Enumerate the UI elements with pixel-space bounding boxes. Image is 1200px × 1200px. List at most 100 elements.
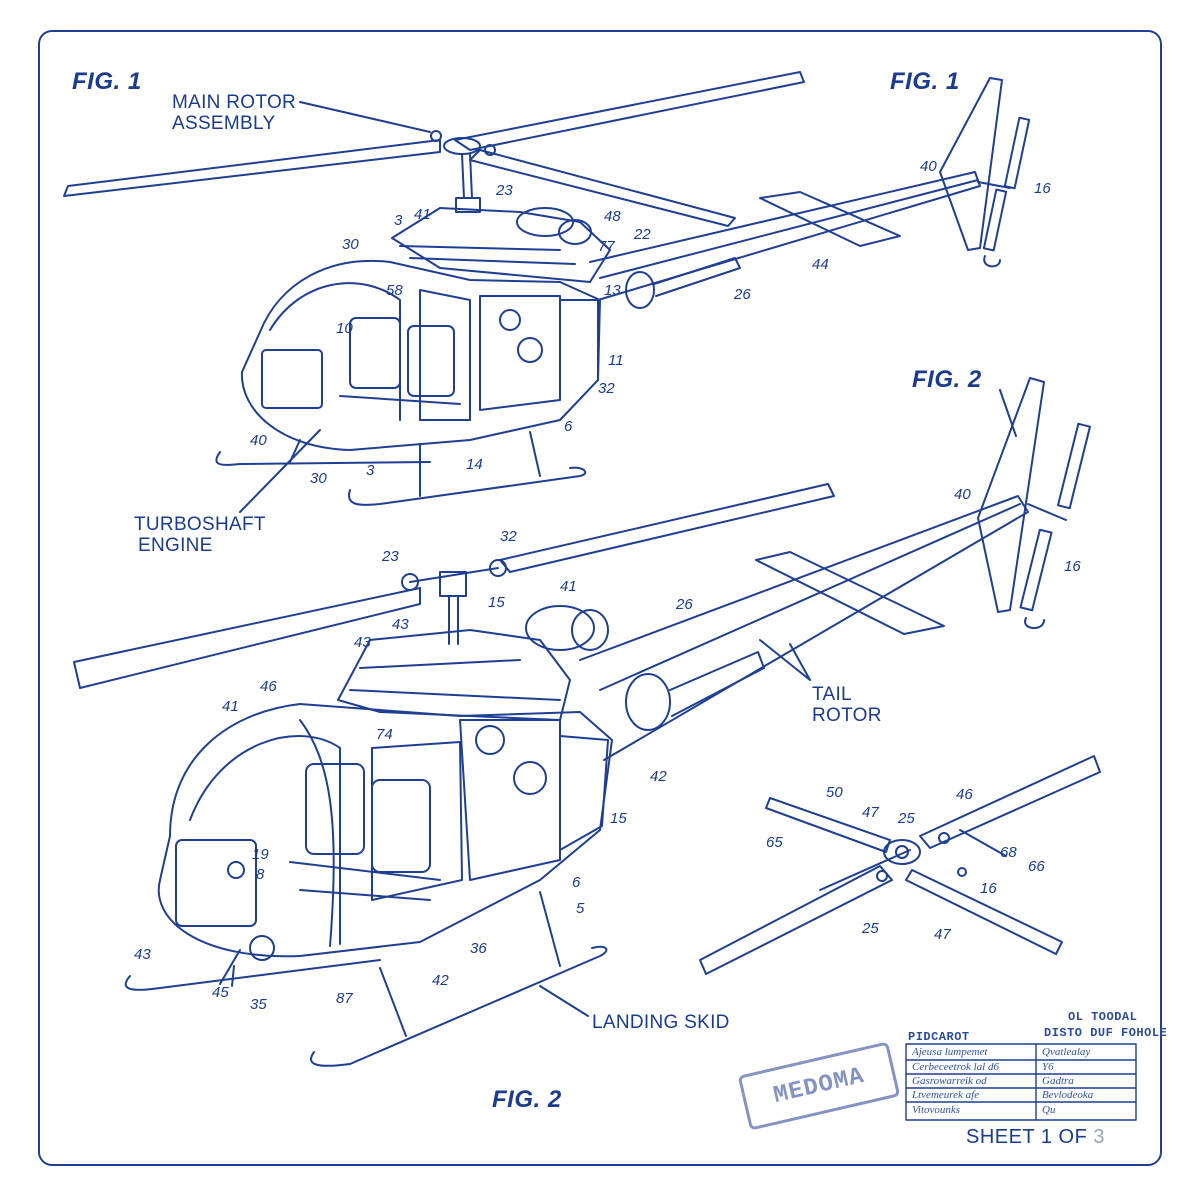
fig2-tail-boom bbox=[579, 495, 1029, 761]
title-block-cell: Y6 bbox=[1042, 1061, 1054, 1073]
landing-skid-callout: LANDING SKID bbox=[592, 1012, 730, 1033]
fig2-helicopter bbox=[73, 377, 1091, 1067]
fig2-number: 41 bbox=[560, 578, 577, 595]
fig2-number: 32 bbox=[500, 528, 517, 545]
fig1-number: 16 bbox=[1034, 180, 1051, 197]
fig1-vertical-fin bbox=[939, 77, 1003, 251]
fig1-tail-drive bbox=[625, 271, 655, 309]
fig2-cabin bbox=[157, 703, 613, 958]
fig1-label-right: FIG. 1 bbox=[890, 68, 960, 95]
fig2-number: 42 bbox=[432, 972, 449, 989]
fig1-number: 14 bbox=[466, 456, 483, 473]
main-rotor-callout: MAIN ROTOR ASSEMBLY bbox=[172, 92, 296, 134]
title-block-cell: Ltvemeurek afe bbox=[912, 1089, 980, 1101]
fig1-number: 3 bbox=[394, 212, 403, 229]
fig1-number: 30 bbox=[310, 470, 327, 487]
rotor-detail-number: 47 bbox=[934, 926, 951, 943]
fig2-stabilizer bbox=[755, 551, 945, 635]
title-block-cell: Ajeusa lumpemet bbox=[912, 1046, 988, 1058]
fig2-number: 16 bbox=[1064, 558, 1081, 575]
fig2-number: 43 bbox=[134, 946, 151, 963]
fig1-rotor-hub bbox=[443, 137, 481, 155]
fig2-number: 23 bbox=[382, 548, 399, 565]
rotor-detail-blade bbox=[699, 865, 893, 975]
fig2-number: 43 bbox=[392, 616, 409, 633]
fig2-number: 36 bbox=[470, 940, 487, 957]
title-block-cell: Gasrowarreik od bbox=[912, 1075, 987, 1087]
rotor-detail-blade bbox=[919, 755, 1101, 849]
title-block-cell: Qvatlealay bbox=[1042, 1046, 1091, 1058]
fig1-number: 32 bbox=[598, 380, 615, 397]
fig2-number: 35 bbox=[250, 996, 267, 1013]
fig1-number: 77 bbox=[598, 238, 615, 255]
fig1-number: 30 bbox=[342, 236, 359, 253]
fig1-number: 23 bbox=[496, 182, 513, 199]
fig2-number: 45 bbox=[212, 984, 229, 1001]
fig1-number: 10 bbox=[336, 320, 353, 337]
rotor-detail-number: 25 bbox=[898, 810, 915, 827]
fig2-number: 46 bbox=[260, 678, 277, 695]
tail-rotor-callout: TAIL ROTOR bbox=[812, 684, 882, 726]
turboshaft-callout: TURBOSHAFT ENGINE bbox=[134, 514, 266, 556]
sheet-border bbox=[38, 30, 1162, 1166]
fig2-number: 8 bbox=[256, 866, 265, 883]
fig1-rotor-blade bbox=[469, 149, 736, 227]
fig2-number: 43 bbox=[354, 634, 371, 651]
fig1-landing-skid bbox=[348, 466, 587, 506]
rotor-detail-number: 47 bbox=[862, 804, 879, 821]
title-block-header-right-2: DISTO DUF FOHOLE bbox=[1044, 1026, 1168, 1040]
fig2-number: 5 bbox=[576, 900, 585, 917]
title-block-cell: Cerbeceetrok lal d6 bbox=[912, 1061, 999, 1073]
tail-rotor-callout-line1: TAIL bbox=[812, 684, 852, 705]
fig2-number: 19 bbox=[252, 846, 269, 863]
title-block-frame bbox=[905, 1043, 1137, 1121]
rotor-detail-number: 66 bbox=[1028, 858, 1045, 875]
fig1-engine-deck bbox=[391, 207, 611, 283]
rotor-detail-hub bbox=[883, 839, 921, 865]
turboshaft-callout-line2: ENGINE bbox=[138, 535, 213, 556]
fig2-number: 15 bbox=[610, 810, 627, 827]
fig1-number: 26 bbox=[734, 286, 751, 303]
title-block-cell: Bevlodeoka bbox=[1042, 1089, 1094, 1101]
fig2-number: 6 bbox=[572, 874, 581, 891]
fig1-number: 40 bbox=[250, 432, 267, 449]
sheet-number-total: 3 bbox=[1093, 1126, 1106, 1148]
fig1-helicopter bbox=[63, 71, 1031, 513]
sheet-number-prefix: SHEET 1 OF bbox=[966, 1126, 1094, 1148]
fig1-number: 41 bbox=[414, 206, 431, 223]
rotor-detail-number: 65 bbox=[766, 834, 783, 851]
title-block-header-right-1: OL TOODAL bbox=[1068, 1010, 1138, 1024]
title-block-header-left: PIDCAROT bbox=[908, 1030, 970, 1044]
fig2-label-bottom: FIG. 2 bbox=[492, 1086, 562, 1113]
fig2-number: 74 bbox=[376, 726, 393, 743]
fig2-rotor-blade bbox=[73, 587, 421, 689]
fig1-stabilizer bbox=[759, 191, 901, 247]
fig1-number: 40 bbox=[920, 158, 937, 175]
fig1-number: 11 bbox=[608, 352, 624, 369]
fig1-number: 58 bbox=[386, 282, 403, 299]
fig2-landing-skid bbox=[124, 959, 381, 991]
rotor-detail-number: 25 bbox=[862, 920, 879, 937]
fig1-tail-boom bbox=[589, 171, 981, 301]
fig1-rotor-blade bbox=[63, 139, 441, 197]
fig1-number: 48 bbox=[604, 208, 621, 225]
title-block-cell: Qu bbox=[1042, 1104, 1056, 1116]
rotor-detail-blade bbox=[765, 797, 891, 853]
fig2-rotor-blade bbox=[499, 483, 835, 573]
fig2-landing-skid bbox=[310, 945, 608, 1067]
fig2-label-right: FIG. 2 bbox=[912, 366, 982, 393]
fig2-number: 15 bbox=[488, 594, 505, 611]
fig2-tail-drive bbox=[625, 673, 671, 731]
turboshaft-callout-line1: TURBOSHAFT bbox=[134, 514, 266, 535]
rotor-detail-number: 68 bbox=[1000, 844, 1017, 861]
approval-stamp-text: MEDOMA bbox=[770, 1062, 868, 1110]
title-block-cell: Gadtra bbox=[1042, 1075, 1074, 1087]
fig1-number: 22 bbox=[634, 226, 651, 243]
tail-rotor-callout-line2: ROTOR bbox=[812, 705, 882, 726]
fig1-tail-rotor bbox=[1003, 116, 1031, 190]
fig2-number: 40 bbox=[954, 486, 971, 503]
rotor-head-detail bbox=[699, 755, 1101, 975]
sheet-number: SHEET 1 OF 3 bbox=[966, 1126, 1105, 1149]
